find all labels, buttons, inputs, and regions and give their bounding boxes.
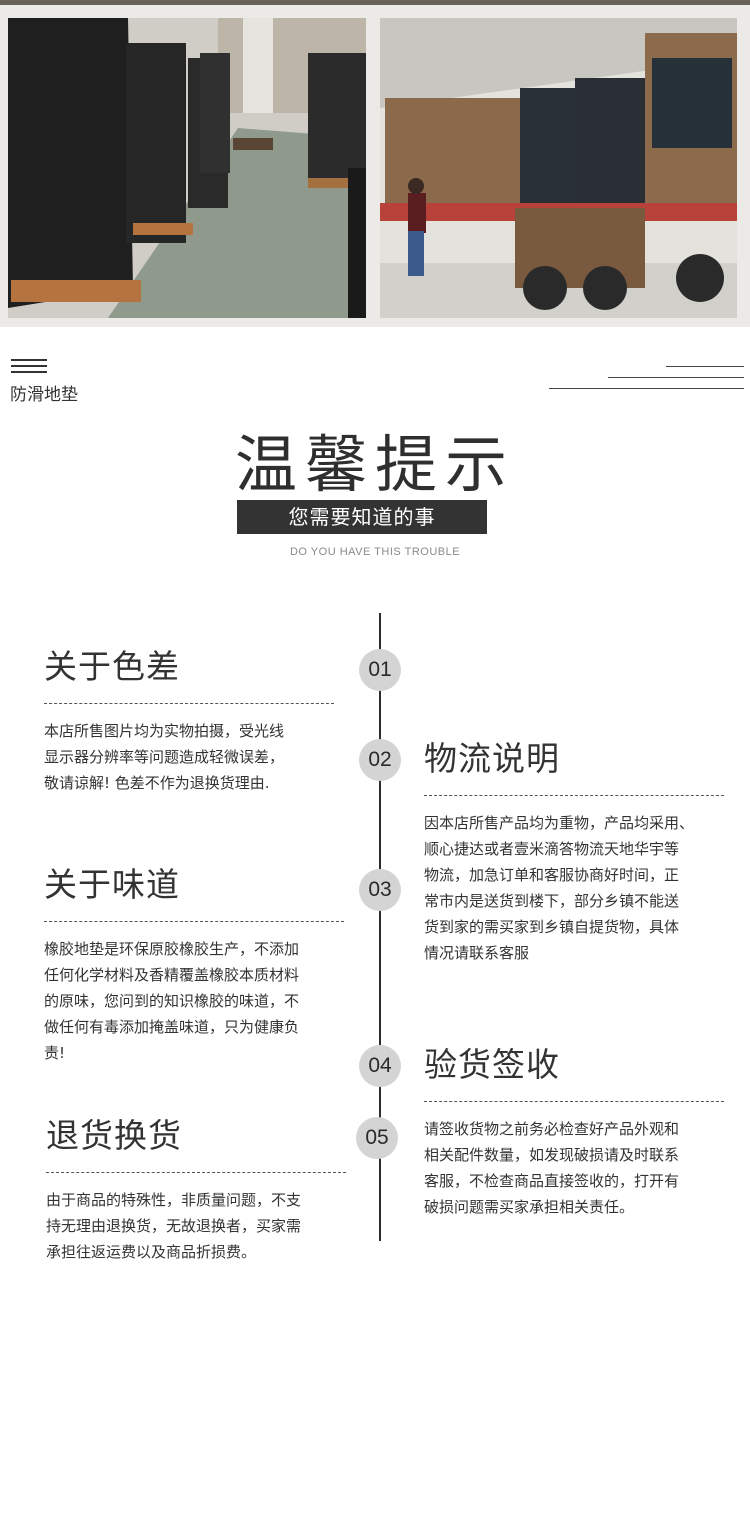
section-returns: 退货换货 由于商品的特殊性，非质量问题，不支 持无理由退换货，无故退换者，买家需… <box>46 1114 346 1265</box>
section-title: 退货换货 <box>46 1116 182 1155</box>
dashed-divider <box>44 703 334 704</box>
section-body: 请签收货物之前务必检查好产品外观和 相关配件数量，如发现破损请及时联系 客服，不… <box>424 1120 680 1216</box>
section-smell: 关于味道 橡胶地垫是环保原胶橡胶生产，不添加 任何化学材料及香精覆盖橡胶本质材料… <box>44 863 344 1066</box>
section-body: 由于商品的特殊性，非质量问题，不支 持无理由退换货，无故退换者，买家需 承担往返… <box>46 1191 302 1261</box>
subtitle-english: DO YOU HAVE THIS TROUBLE <box>289 546 461 558</box>
number-badge-01: 01 <box>359 649 401 691</box>
section-title: 关于味道 <box>44 865 180 904</box>
section-body: 橡胶地垫是环保原胶橡胶生产，不添加 任何化学材料及香精覆盖橡胶本质材料 的原味，… <box>44 940 300 1062</box>
number-badge-03: 03 <box>359 869 401 911</box>
decorative-lines <box>549 360 750 392</box>
category-label: 防滑地垫 <box>10 385 78 405</box>
timeline-line <box>379 613 381 1241</box>
page-title: 温馨提示 <box>234 428 515 501</box>
warehouse-photo <box>8 18 366 318</box>
dashed-divider <box>46 1172 346 1173</box>
section-title: 物流说明 <box>424 739 560 778</box>
subtitle-banner: 您需要知道的事 <box>237 500 487 534</box>
product-photo-strip <box>0 0 750 327</box>
section-title: 关于色差 <box>44 647 180 686</box>
number-badge-05: 05 <box>356 1117 398 1159</box>
top-divider <box>0 0 750 5</box>
number-badge-04: 04 <box>359 1045 401 1087</box>
dashed-divider <box>424 795 724 796</box>
dashed-divider <box>44 921 344 922</box>
number-badge-02: 02 <box>359 739 401 781</box>
dashed-divider <box>424 1101 724 1102</box>
truck-loading-photo <box>380 18 737 318</box>
section-inspection: 验货签收 请签收货物之前务必检查好产品外观和 相关配件数量，如发现破损请及时联系… <box>424 1043 724 1220</box>
menu-icon <box>11 359 47 375</box>
section-logistics: 物流说明 因本店所售产品均为重物，产品均采用、 顺心捷达或者壹米滴答物流天地华宇… <box>424 737 724 966</box>
section-body: 本店所售图片均为实物拍摄，受光线 显示器分辨率等问题造成轻微误差， 敬请谅解! … <box>44 722 285 792</box>
section-title: 验货签收 <box>424 1045 560 1084</box>
section-body: 因本店所售产品均为重物，产品均采用、 顺心捷达或者壹米滴答物流天地华宇等 物流，… <box>424 814 695 962</box>
section-color-difference: 关于色差 本店所售图片均为实物拍摄，受光线 显示器分辨率等问题造成轻微误差， 敬… <box>44 645 334 796</box>
